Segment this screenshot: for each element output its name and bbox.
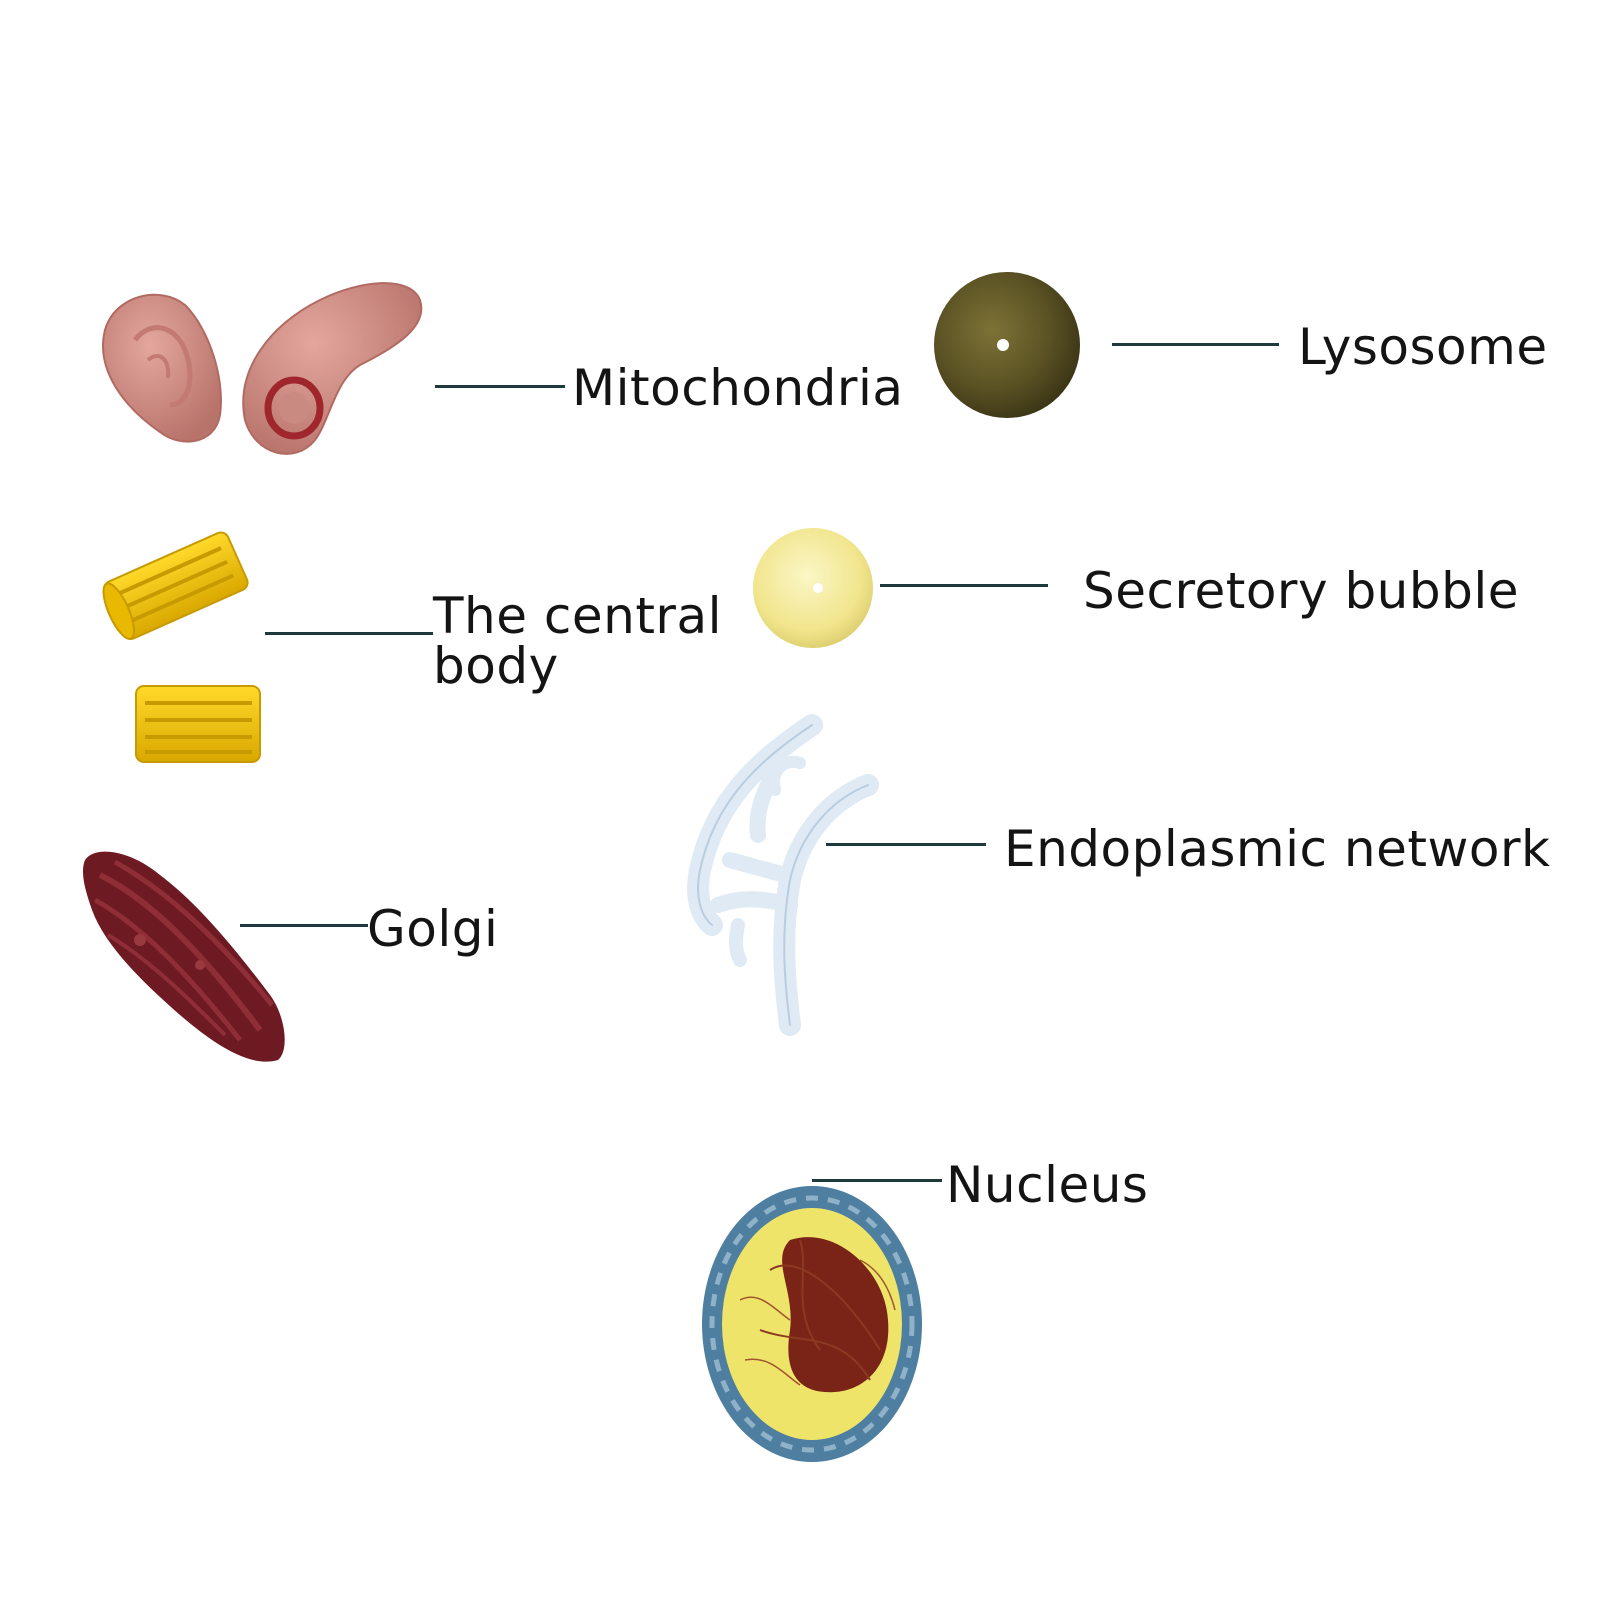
endoplasmic-network-label: Endoplasmic network <box>1004 820 1551 878</box>
secretory-bubble-illustration <box>753 528 873 648</box>
endoplasmic-network-illustration <box>687 714 879 1036</box>
central-body-label: The central body <box>433 587 723 695</box>
endoplasmic-network-outline <box>697 724 869 1026</box>
nucleus-illustration <box>702 1186 922 1462</box>
secretory-bubble-leader-line <box>880 584 1048 587</box>
mitochondria-label: Mitochondria <box>572 359 904 417</box>
mitochondria-right-illustration <box>242 282 423 455</box>
mitochondria-leader-line <box>435 385 565 388</box>
central-body-illustration <box>102 531 261 763</box>
secretory-bubble-label: Secretory bubble <box>1083 562 1520 620</box>
endoplasmic-network-leader-line <box>826 843 986 846</box>
golgi-leader-line <box>240 924 368 927</box>
lysosome-illustration <box>934 272 1080 418</box>
golgi-label: Golgi <box>367 900 499 958</box>
nucleus-label: Nucleus <box>946 1156 1149 1214</box>
golgi-illustration <box>82 851 285 1062</box>
lysosome-leader-line <box>1112 343 1279 346</box>
nucleus-leader-line <box>812 1179 942 1182</box>
central-body-leader-line <box>265 632 433 635</box>
lysosome-label: Lysosome <box>1298 318 1548 376</box>
mitochondria-left-illustration <box>102 293 222 443</box>
